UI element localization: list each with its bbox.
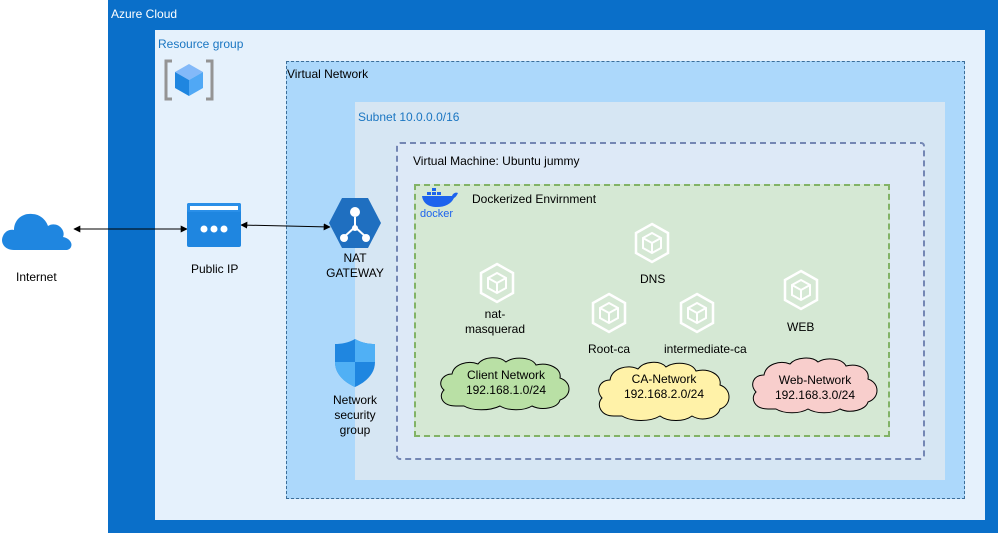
nat-masquerade-label-line2: masquerad: [464, 322, 526, 336]
nsg-label-line1: Network: [332, 393, 377, 407]
nsg-label: Network security group: [320, 393, 390, 438]
root-ca-label: Root-ca: [588, 342, 631, 356]
dns-label: DNS: [640, 272, 666, 286]
nat-masquerade-container-icon: [479, 262, 515, 304]
root-ca-container-icon: [591, 292, 627, 334]
public-ip-label: Public IP: [191, 262, 239, 276]
nat-masquerade-label: nat- masquerad: [455, 307, 535, 337]
publicip-nat-link: [240, 221, 331, 231]
internet-label: Internet: [16, 270, 57, 284]
docker-logo-text: docker: [420, 208, 453, 220]
public-ip-icon: [187, 203, 241, 247]
shield-icon: [335, 339, 375, 387]
ca-network-cloud: [598, 361, 730, 421]
ca-network-label: CA-Network 192.168.2.0/24: [609, 372, 719, 402]
nsg-label-line2: security: [334, 408, 376, 422]
nat-gateway-icon: [329, 198, 381, 248]
internet-cloud-icon: [2, 213, 72, 250]
docker-environment-label: Dockerized Envirnment: [472, 192, 597, 206]
virtual-network-label: Virtual Network: [287, 67, 369, 81]
nat-masquerade-label-line1: nat-: [484, 307, 506, 321]
web-label: WEB: [787, 320, 815, 334]
nat-gateway-label-line2: GATEWAY: [326, 266, 384, 280]
resource-group-label: Resource group: [158, 37, 244, 51]
ca-network-name: CA-Network: [631, 372, 697, 386]
docker-logo-icon: docker: [420, 188, 458, 220]
web-network-cloud: [752, 357, 878, 414]
web-network-cidr: 192.168.3.0/24: [774, 388, 856, 402]
web-network-name: Web-Network: [778, 373, 852, 387]
nsg-label-line3: group: [339, 423, 371, 437]
intermediate-ca-container-icon: [679, 292, 715, 334]
nat-gateway-label-line1: NAT: [343, 251, 367, 265]
web-network-label: Web-Network 192.168.3.0/24: [760, 373, 870, 403]
client-network-cloud: [440, 357, 570, 411]
client-network-cidr: 192.168.1.0/24: [465, 383, 547, 397]
nat-gateway-label: NAT GATEWAY: [320, 251, 390, 281]
resource-group-icon: [164, 59, 214, 101]
virtual-machine-label: Virtual Machine: Ubuntu jummy: [413, 154, 580, 168]
subnet-label: Subnet 10.0.0.0/16: [358, 110, 460, 124]
client-network-label: Client Network 192.168.1.0/24: [451, 368, 561, 398]
web-container-icon: [783, 269, 819, 311]
client-network-name: Client Network: [466, 368, 546, 382]
ca-network-cidr: 192.168.2.0/24: [623, 387, 705, 401]
intermediate-ca-label: intermediate-ca: [664, 342, 747, 356]
azure-cloud-label: Azure Cloud: [111, 7, 178, 21]
dns-container-icon: [634, 222, 670, 264]
